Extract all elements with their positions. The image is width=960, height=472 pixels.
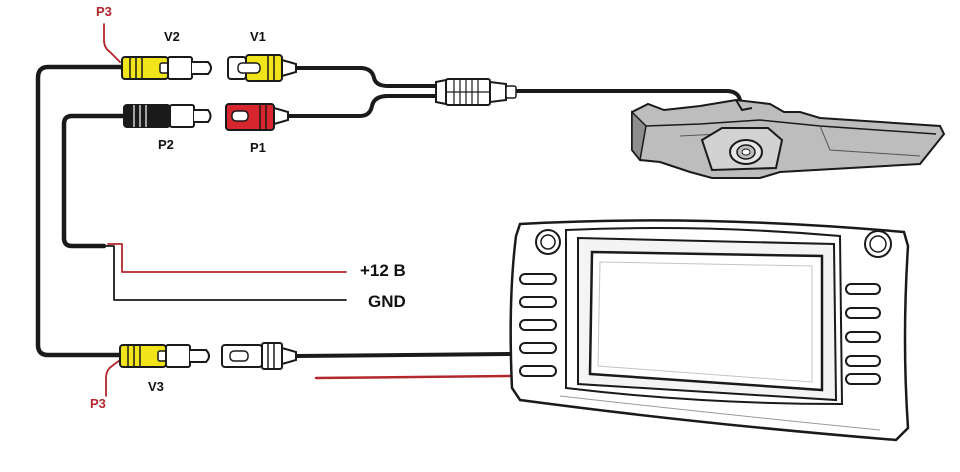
v1-wire — [293, 66, 438, 88]
left-button-column — [519, 273, 557, 377]
label-v3: V3 — [148, 379, 164, 394]
label-gnd: GND — [368, 292, 406, 311]
plus12-wire — [107, 243, 347, 273]
right-button-column — [845, 283, 881, 385]
p3-bottom-leader — [105, 359, 121, 397]
left-knob-icon — [535, 229, 561, 255]
label-p3-bottom: P3 — [90, 396, 106, 411]
p3-top-leader — [103, 23, 121, 63]
video-loop-wire — [35, 64, 125, 358]
label-p3-top: P3 — [96, 4, 112, 19]
v1-rca-socket — [227, 54, 297, 82]
v3-rca-plug — [119, 344, 210, 368]
label-p2: P2 — [158, 137, 174, 152]
wires — [35, 23, 744, 397]
car-head-unit-icon — [509, 219, 910, 442]
p2-rca-plug — [123, 104, 212, 128]
power-feed-wire — [61, 113, 127, 249]
label-p1: P1 — [250, 140, 266, 155]
p1-rca-socket — [225, 103, 289, 131]
multi-pin-connector — [435, 78, 517, 106]
gnd-wire — [103, 245, 347, 301]
v3-rca-socket — [221, 342, 297, 370]
p1-wire — [286, 94, 438, 118]
rear-camera-icon — [631, 98, 946, 179]
right-knob-icon — [864, 230, 892, 258]
label-plus12: +12 B — [360, 261, 406, 280]
label-v1: V1 — [250, 29, 266, 44]
label-v2: V2 — [164, 29, 180, 44]
v2-rca-plug — [121, 56, 212, 80]
video-input-wire — [294, 352, 514, 358]
reverse-signal-wire — [314, 374, 514, 380]
